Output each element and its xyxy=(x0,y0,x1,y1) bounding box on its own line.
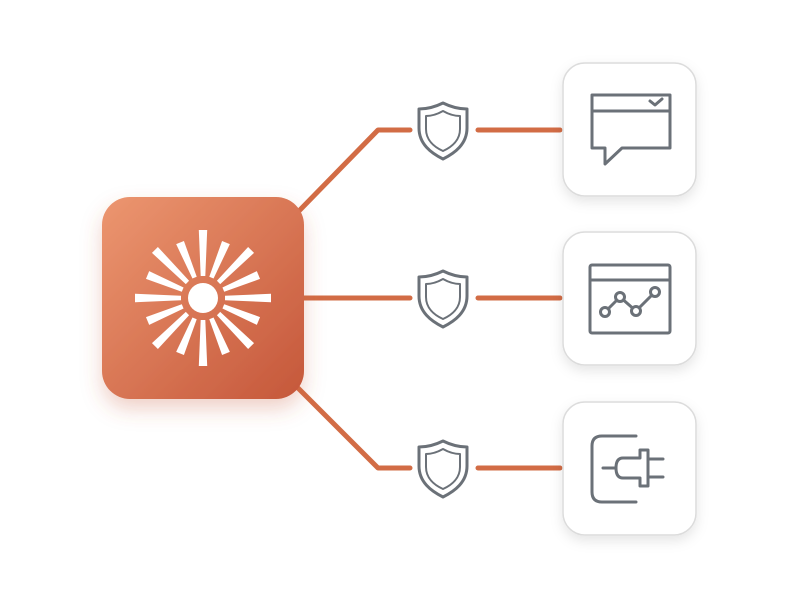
sunburst-ray xyxy=(216,311,255,350)
sunburst-ray xyxy=(176,240,197,279)
target-card-analytics[interactable] xyxy=(562,231,697,366)
target-card-plugin[interactable] xyxy=(562,401,697,536)
sunburst-ray xyxy=(198,320,208,366)
shield-icon xyxy=(417,269,469,329)
target-card-chat[interactable] xyxy=(562,62,697,197)
shield-icon xyxy=(417,101,469,161)
connector-bottom xyxy=(293,383,413,471)
sunburst-ray xyxy=(222,271,261,292)
sunburst-ray xyxy=(145,304,184,325)
sunburst-ray xyxy=(225,293,271,303)
sunburst-ray xyxy=(198,230,208,276)
connector-top xyxy=(293,127,413,217)
sunburst-ray xyxy=(151,246,190,285)
sunburst-ray xyxy=(216,246,255,285)
sunburst-ray xyxy=(176,317,197,356)
hub-tile[interactable] xyxy=(102,197,304,399)
plug-connector-icon xyxy=(590,434,665,504)
sunburst-ray xyxy=(151,311,190,350)
sunburst-ray xyxy=(135,293,181,303)
sunburst-ray xyxy=(222,304,261,325)
shield-icon xyxy=(417,439,469,499)
sunburst-icon xyxy=(135,230,271,366)
chat-window-icon xyxy=(590,93,672,166)
sunburst-ray xyxy=(145,271,184,292)
analytics-window-icon xyxy=(588,263,672,335)
sunburst-ray xyxy=(209,317,230,356)
connectors xyxy=(293,127,563,471)
sunburst-core xyxy=(188,283,218,313)
sunburst-ray xyxy=(209,240,230,279)
